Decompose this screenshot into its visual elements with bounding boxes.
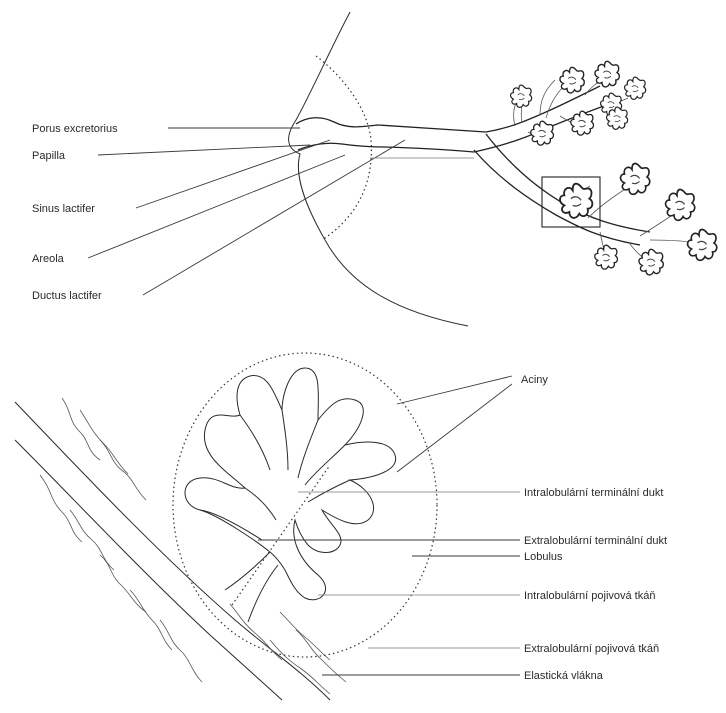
label-areola: Areola [32,253,65,265]
label-elastic-fibers: Elastická vlákna [524,670,604,682]
top-leaders [88,128,474,295]
label-ductus-lactifer: Ductus lactifer [32,290,102,302]
label-extralobular-terminal-duct: Extralobulární terminální dukt [524,535,667,547]
large-duct [15,398,346,700]
label-papilla: Papilla [32,150,66,162]
label-extralobular-connective-tissue: Extralobulární pojivová tkáň [524,643,659,655]
lobulus [173,353,437,657]
label-porus-excretorius: Porus excretorius [32,123,118,135]
label-intralobular-connective-tissue: Intralobulární pojivová tkáň [524,590,655,602]
duct-tree [474,76,706,262]
label-aciny: Aciny [521,374,548,386]
label-sinus-lactifer: Sinus lactifer [32,203,95,215]
acini-top [511,61,717,275]
label-lobulus: Lobulus [524,551,563,563]
breast-section [289,12,486,326]
label-intralobular-terminal-duct: Intralobulární terminální dukt [524,487,663,499]
